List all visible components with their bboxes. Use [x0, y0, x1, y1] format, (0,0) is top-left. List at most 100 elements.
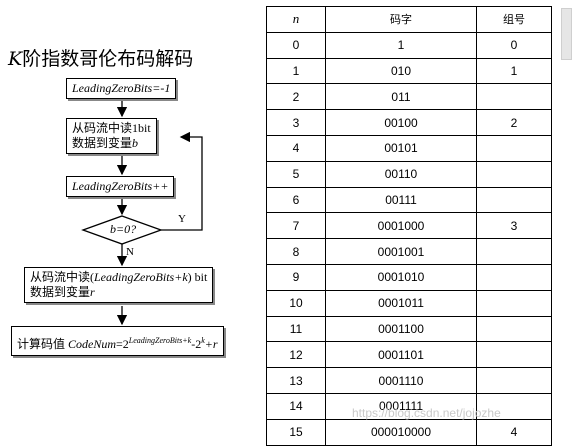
flow-calc-eq: =2 — [116, 337, 129, 351]
arrow-yes-loop — [161, 131, 203, 231]
diagram-title: K阶指数哥伦布码解码 — [8, 44, 244, 71]
watermark: https://blog.csdn.net/jojozhe — [352, 406, 501, 420]
cell-code: 0001000 — [325, 212, 477, 240]
cell-n: 3 — [266, 109, 326, 136]
cell-group — [476, 289, 552, 317]
cell-n: 14 — [266, 392, 326, 420]
flowchart-connectors — [81, 97, 203, 326]
cell-code: 0001101 — [325, 341, 477, 369]
cell-n: 7 — [266, 212, 326, 240]
flow-read-k-prefix: 从码流中读( — [30, 270, 94, 284]
cell-code: 00100 — [325, 109, 477, 136]
cell-code: 0001110 — [325, 367, 477, 394]
cell-n: 4 — [266, 134, 326, 162]
flow-read-k-suffix: ) bit — [187, 270, 208, 284]
cell-group: 4 — [476, 418, 552, 446]
title-k: K — [8, 48, 23, 70]
flow-read-bit-line1: 从码流中读1bit — [72, 121, 151, 135]
flow-calc-var: CodeNum — [68, 337, 117, 351]
flow-read-k-bits-box: 从码流中读(LeadingZeroBits+k) bit 数据到变量r — [24, 267, 214, 303]
cell-group — [476, 134, 552, 162]
flow-calc-mid: -2 — [191, 337, 202, 351]
flow-read-bit-line2-prefix: 数据到变量 — [72, 136, 133, 150]
cell-group — [476, 392, 552, 420]
cell-group — [476, 186, 552, 214]
flow-calc-exp2: k — [201, 336, 205, 345]
cell-group: 2 — [476, 109, 552, 136]
cell-code: 00101 — [325, 134, 477, 162]
flow-calc-box: 计算码值 CodeNum=2LeadingZeroBits+k-2k+r — [11, 326, 224, 356]
flow-read-k-expr: LeadingZeroBits+k — [94, 270, 188, 284]
cell-group — [476, 263, 552, 291]
flow-read-k-var: r — [90, 285, 95, 299]
decision-text: b=0? — [110, 222, 137, 236]
cell-n: 6 — [266, 186, 326, 214]
cell-group — [476, 315, 552, 343]
flow-read-bit-box: 从码流中读1bit 数据到变量b — [66, 118, 157, 154]
cell-n: 8 — [266, 238, 326, 265]
flow-read-bit-var: b — [132, 136, 139, 150]
header-group: 组号 — [476, 6, 552, 33]
cell-code: 1 — [325, 31, 477, 59]
cell-group: 0 — [476, 31, 552, 59]
cell-n: 5 — [266, 160, 326, 188]
flow-calc-prefix: 计算码值 — [17, 337, 69, 351]
cell-n: 1 — [266, 57, 326, 85]
title-text: 阶指数哥伦布码解码 — [22, 48, 194, 70]
cell-code: 000010000 — [325, 418, 477, 446]
cell-n: 11 — [266, 315, 326, 343]
header-n: n — [266, 6, 326, 33]
cell-code: 00111 — [325, 186, 477, 214]
cell-n: 13 — [266, 367, 326, 394]
cell-n: 10 — [266, 289, 326, 317]
flow-calc-end: +r — [204, 337, 218, 351]
decision-label: b=0? — [110, 222, 136, 237]
cell-code: 0001111 — [325, 392, 477, 420]
flow-increment-box: LeadingZeroBits++ — [66, 176, 175, 197]
yes-label: Y — [178, 213, 186, 225]
cell-code: 0001001 — [325, 238, 477, 265]
flow-read-k-line1: 从码流中读(LeadingZeroBits+k) bit — [30, 270, 207, 285]
flow-init-text: LeadingZeroBits=-1 — [72, 81, 171, 95]
cell-group — [476, 238, 552, 265]
cell-n: 0 — [266, 31, 326, 59]
cell-n: 15 — [266, 418, 326, 446]
flow-calc-exp1: LeadingZeroBits+k — [128, 336, 192, 345]
cell-group — [476, 83, 552, 111]
cell-group — [476, 341, 552, 369]
cell-code: 010 — [325, 57, 477, 85]
cell-n: 12 — [266, 341, 326, 369]
cell-code: 00110 — [325, 160, 477, 188]
cell-group — [476, 367, 552, 394]
flow-increment-text: LeadingZeroBits++ — [72, 179, 169, 193]
cell-group — [476, 160, 552, 188]
header-code: 码字 — [325, 6, 477, 33]
table-header-row: n 码字 组号 — [266, 6, 552, 33]
cell-code: 0001010 — [325, 263, 477, 291]
cell-group: 1 — [476, 57, 552, 85]
flow-read-k-line2-prefix: 数据到变量 — [30, 285, 91, 299]
flow-init-box: LeadingZeroBits=-1 — [66, 78, 177, 99]
cell-n: 2 — [266, 83, 326, 111]
flow-read-k-line2: 数据到变量r — [30, 285, 207, 300]
scrollbar-thumb[interactable] — [561, 8, 572, 60]
cell-n: 9 — [266, 263, 326, 291]
cell-code: 0001011 — [325, 289, 477, 317]
